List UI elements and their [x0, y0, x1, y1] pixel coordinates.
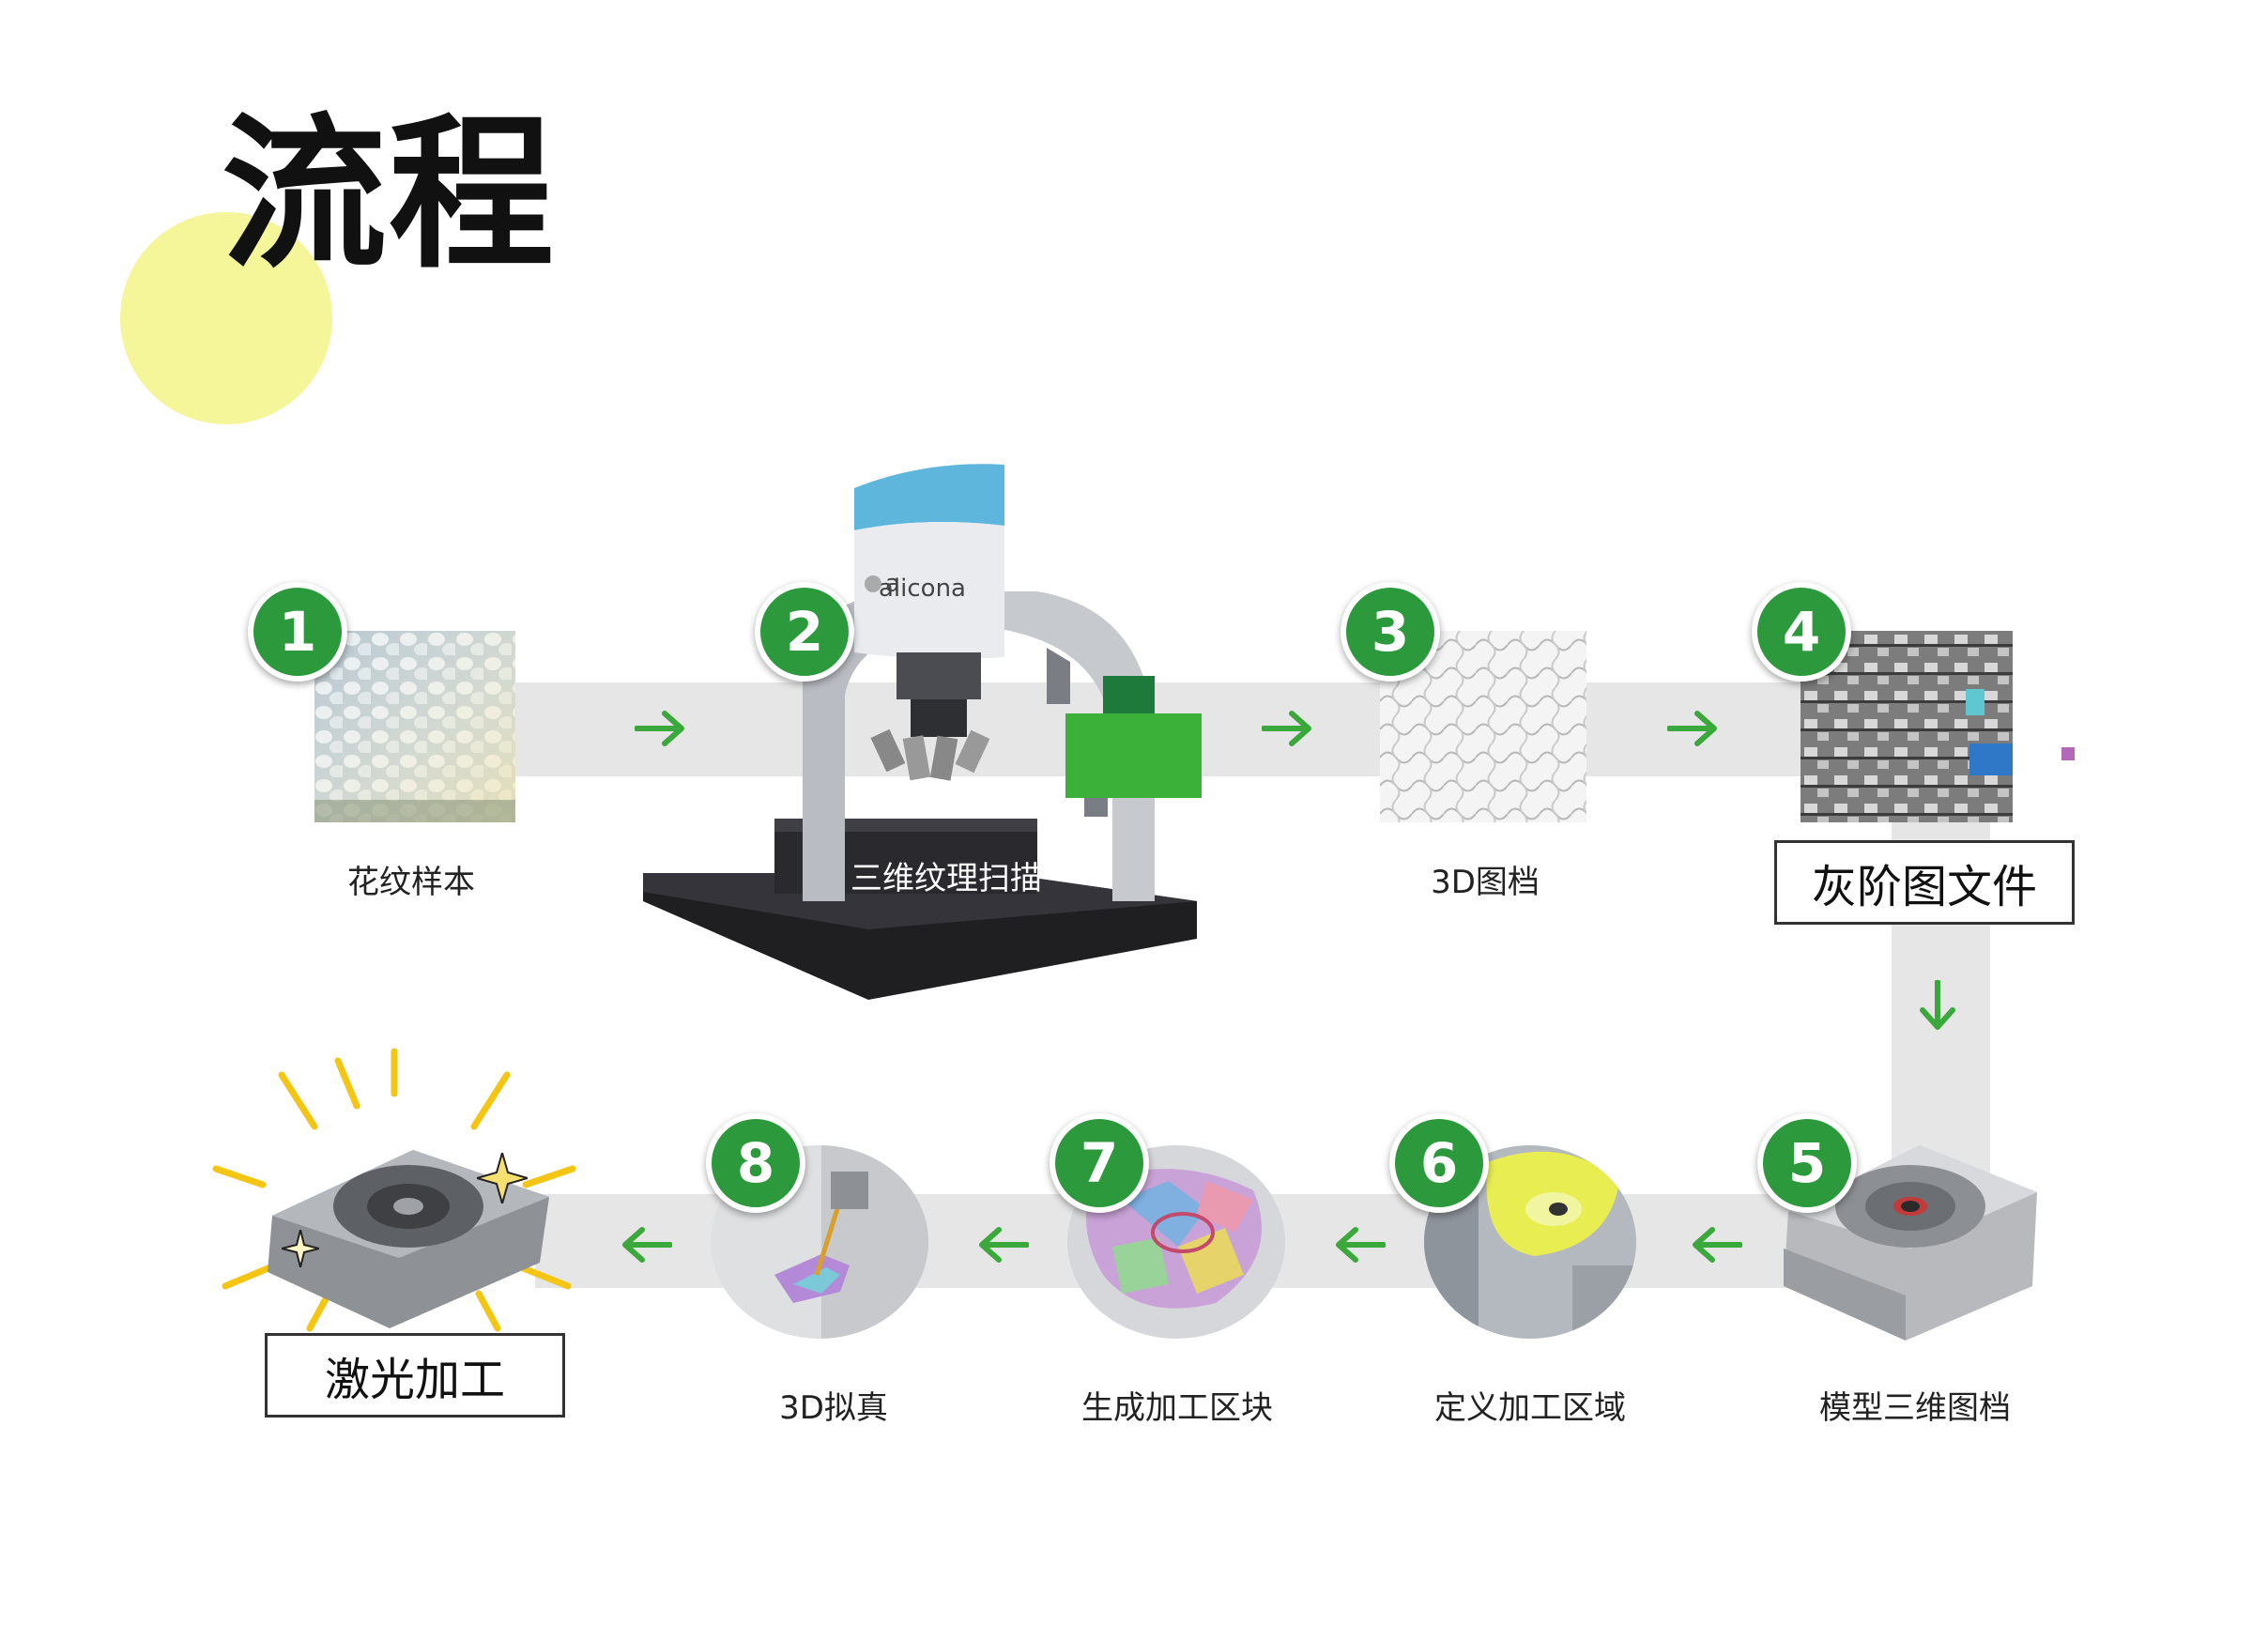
step-label-6: 定义加工区域: [1434, 1389, 1626, 1427]
arrow-icon: [1336, 1227, 1386, 1263]
arrow-icon: [635, 711, 684, 746]
step-badge-5: 5: [1757, 1113, 1857, 1213]
sparkle-icon: [282, 1230, 319, 1267]
final-step-label: 激光加工: [265, 1333, 565, 1418]
arrow-icon: [979, 1227, 1029, 1263]
step-label-2: 三维纹理扫描: [850, 860, 1042, 897]
svg-text:a: a: [885, 570, 900, 598]
sparkle-icon: [477, 1153, 528, 1203]
step-badge-7: 7: [1050, 1113, 1149, 1213]
arrow-icon: [1920, 980, 1955, 1030]
arrow-icon: [622, 1227, 672, 1263]
step-badge-3: 3: [1341, 582, 1440, 682]
arrow-icon: [1262, 711, 1311, 746]
pattern-sample-image: [314, 631, 515, 822]
model-3d-file-image: [1784, 1145, 2037, 1341]
glitch-pixel-decoration: [2061, 747, 2075, 760]
laser-machining-image: [212, 1048, 576, 1332]
3d-scanner-image: a: [643, 464, 1202, 1000]
arrow-icon: [1693, 1227, 1742, 1263]
arrow-icon: [1667, 711, 1717, 746]
step-label-4: 灰阶图文件: [1774, 840, 2075, 925]
step-badge-8: 8: [706, 1113, 805, 1213]
title-circle-decoration: [120, 212, 332, 424]
scanner-brand-logo: alicona: [879, 575, 966, 603]
step-label-7: 生成加工区块: [1081, 1389, 1273, 1427]
step-label-8: 3D拟真: [779, 1389, 888, 1427]
step-label-3: 3D图档: [1431, 864, 1540, 901]
step-badge-4: 4: [1752, 582, 1851, 682]
page-title: 流程: [222, 99, 557, 291]
flow-band-top: [507, 682, 1990, 776]
step-badge-2: 2: [755, 582, 854, 682]
step-badge-1: 1: [248, 582, 347, 682]
step-label-1: 花纹样本: [347, 864, 475, 901]
step-label-5: 模型三维图档: [1819, 1389, 2011, 1427]
step-badge-6: 6: [1389, 1113, 1489, 1213]
